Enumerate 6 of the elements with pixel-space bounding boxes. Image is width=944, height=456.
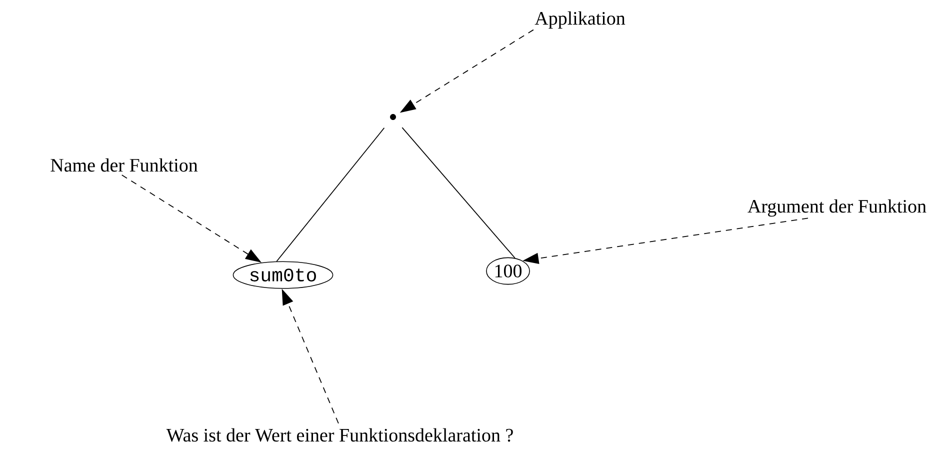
annotation-text: Applikation bbox=[534, 11, 626, 29]
annotation-text: Argument der Funktion bbox=[748, 199, 926, 217]
tree-edge bbox=[276, 127, 385, 262]
annotation-text: Was ist der Wert einer Funktionsdeklaration ? bbox=[166, 428, 513, 442]
annotation-text: Name der Funktion bbox=[50, 158, 198, 172]
tree-edge bbox=[402, 127, 516, 258]
